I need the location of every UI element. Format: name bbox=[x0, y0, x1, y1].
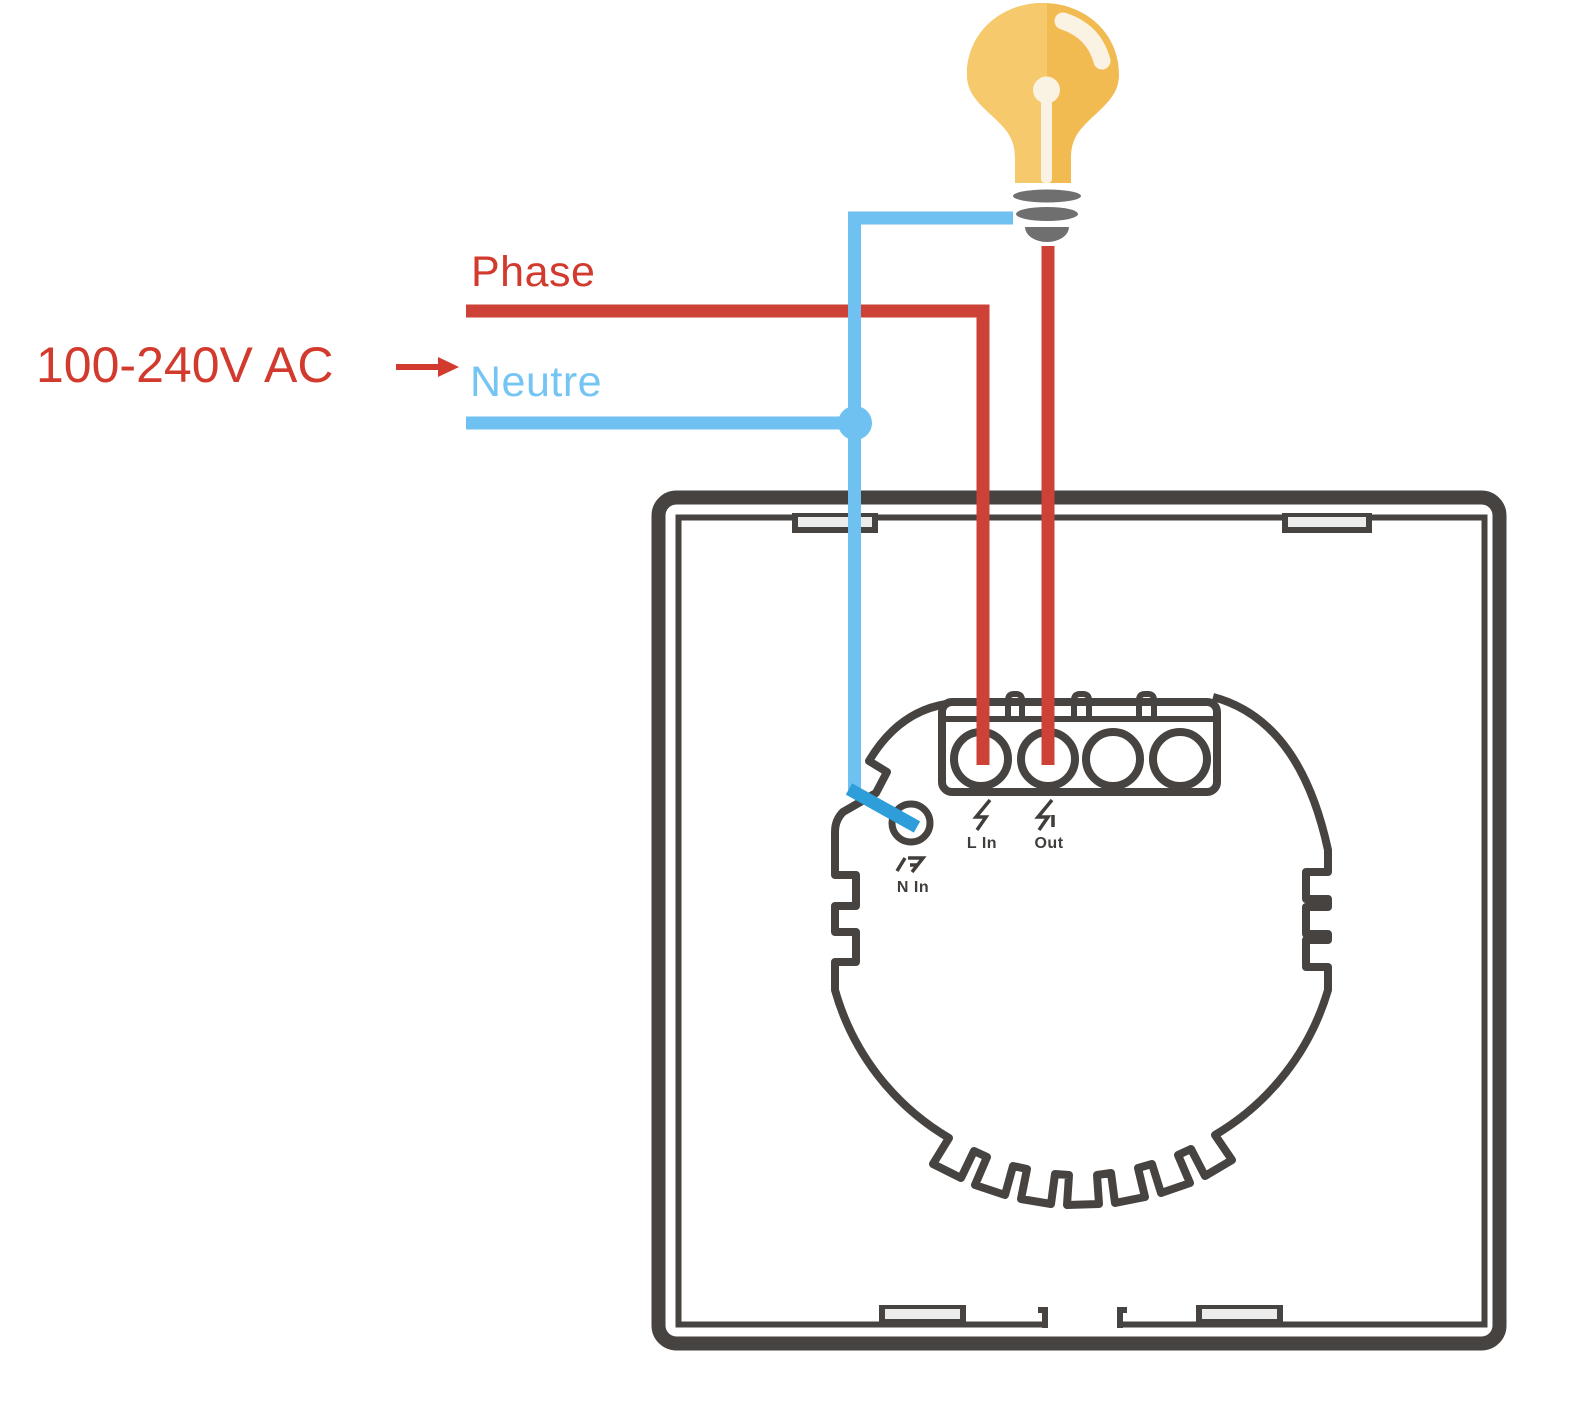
terminal-label-n-in: N In bbox=[897, 879, 929, 896]
terminal-block-clip bbox=[1071, 691, 1092, 720]
tab-slot bbox=[885, 1309, 960, 1319]
neutral-label: Neutre bbox=[470, 358, 602, 406]
plate-tab-bottom-right bbox=[1196, 1305, 1283, 1326]
voltage-label: 100-240V AC bbox=[36, 337, 333, 393]
arrow-right-icon bbox=[396, 357, 459, 377]
neutral-wire bbox=[848, 211, 1013, 792]
plate-tab-bottom-left bbox=[879, 1305, 966, 1326]
bulb-socket bbox=[1013, 189, 1081, 242]
terminal-markings bbox=[895, 798, 1055, 874]
bottom-frame-gap bbox=[1046, 1317, 1119, 1333]
light-bulb bbox=[967, 3, 1119, 242]
switch-module bbox=[831, 691, 1332, 1209]
neutral-mark-icon bbox=[895, 856, 927, 874]
terminal-block-clip bbox=[1136, 691, 1157, 720]
lightning-tick-icon bbox=[1034, 798, 1055, 831]
socket-thread bbox=[1013, 189, 1081, 203]
phase-label: Phase bbox=[471, 248, 595, 296]
neutral-drop-wire bbox=[845, 783, 921, 833]
terminal-block-clip bbox=[1005, 691, 1025, 720]
lightning-icon bbox=[972, 798, 992, 831]
tab-slot bbox=[1288, 517, 1366, 527]
bottom-frame-gap-hooks bbox=[1038, 1307, 1127, 1328]
junction-dot bbox=[838, 406, 872, 440]
terminal-block-frame bbox=[938, 698, 1221, 796]
arrow-head bbox=[438, 357, 459, 377]
socket-thread bbox=[1016, 207, 1078, 221]
plate-outer-frame bbox=[651, 490, 1507, 1351]
phase-wire bbox=[466, 304, 990, 765]
terminal-hole-spare bbox=[1149, 728, 1211, 790]
terminal-hole-n-in bbox=[888, 800, 934, 846]
bulb-glass-highlight-half bbox=[967, 3, 1047, 183]
terminal-hole-spare bbox=[1082, 728, 1144, 790]
bulb-shine-icon bbox=[1054, 12, 1111, 70]
socket-contact bbox=[1025, 227, 1069, 242]
terminal-label-out: Out bbox=[1034, 835, 1063, 852]
wall-plate bbox=[651, 490, 1507, 1351]
wires bbox=[466, 211, 1055, 833]
plate-tab-top-right bbox=[1282, 513, 1372, 533]
plate-tab-top-left bbox=[792, 513, 878, 533]
tab-slot bbox=[1202, 1309, 1277, 1319]
module-body-outline bbox=[831, 693, 1332, 1209]
bulb-filament-stem bbox=[1041, 90, 1052, 183]
tab-slot bbox=[798, 517, 872, 527]
terminal-label-l-in: L In bbox=[967, 835, 997, 852]
